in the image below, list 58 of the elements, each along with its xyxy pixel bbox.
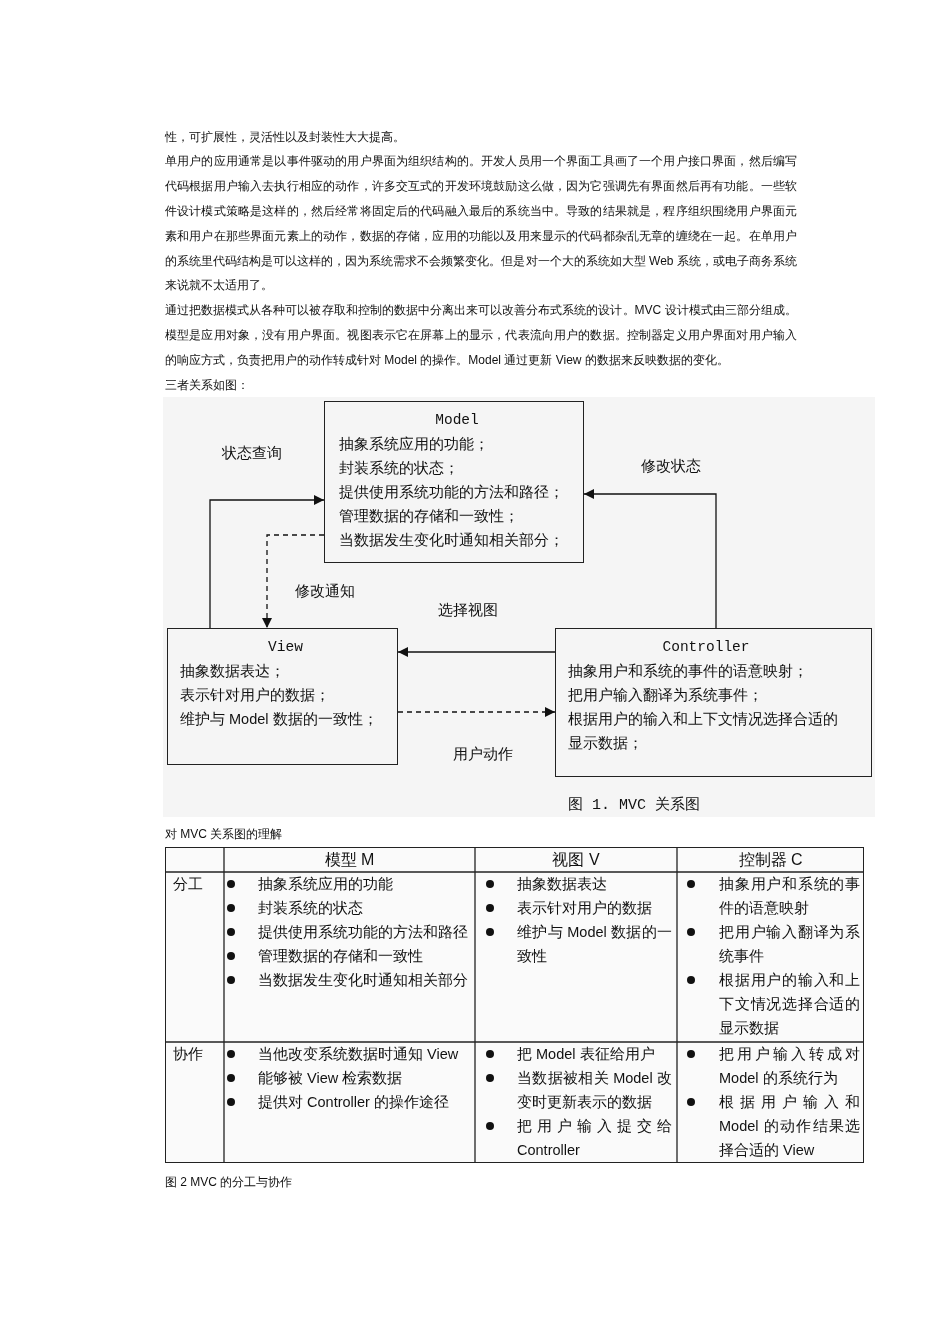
process-box (324, 401, 584, 563)
paragraph: 单用户的应用通常是以事件驱动的用户界面为组织结构的。开发人员用一个界面工具画了一个用户接口界面，然后编写代码根据用户输入去执行相应的动作，许多交互式的开发环境鼓励这么做，因为它强调先有界面然后再有功能。一些软件设计模式策略是这样的，然后经常将固定后的代码融入最后的系统当中。导致的结果就是，程序组织围绕用户界面元素和用户在那些界面元素上的动作，数据的存储，应用的功能以及用来显示的代码都杂乱无章的缠绕在一起。在单用户的系统里代码结构是可以这样的，因为系统需求不会频繁变化。但是对一个大的系统如大型 Web 系统，或电子商务系统来说就不太适用了。 (165, 153, 797, 295)
edge-label: 状态查询 (222, 444, 282, 462)
node-text: 根据用户的输入和上下文情况选择合适的显示数据； (568, 710, 839, 753)
node-text: 抽象用户和系统的事件的语意映射； (568, 662, 808, 681)
node-heading: Controller (662, 638, 750, 657)
dashed-arrow (262, 534, 325, 629)
node-text: 管理数据的存储和一致性； (339, 507, 519, 526)
arrow (583, 489, 717, 629)
list-item: 表示针对用户的数据 (517, 899, 652, 918)
dashed-arrow (397, 707, 556, 717)
list-item: 把用户输入提交给 Controller (517, 1117, 672, 1160)
list-item: 当他改变系统数据时通知 View (258, 1045, 459, 1064)
list-item: 能够被 View 检索数据 (258, 1069, 403, 1088)
row-header: 分工 (173, 874, 203, 894)
row-header: 协作 (173, 1044, 203, 1064)
figure-caption: 图 1. MVC 关系图 (568, 797, 700, 815)
list-item: 抽象系统应用的功能 (258, 875, 393, 894)
list-item: 根据用户输入和 Model 的动作结果选择合适的 View (719, 1093, 860, 1160)
list-item: 提供使用系统功能的方法和路径 (258, 923, 468, 942)
paragraph: 三者关系如图： (165, 376, 249, 394)
list-item: 当数据被相关 Model 改变时更新表示的数据 (517, 1069, 672, 1112)
node-text: 把用户输入翻译为系统事件； (568, 686, 763, 705)
node-heading: Model (435, 411, 479, 430)
column-header: 视图 V (552, 850, 600, 870)
arrow (397, 647, 556, 657)
node-text: 封装系统的状态； (339, 459, 459, 478)
text-line: 对 MVC 关系图的理解 (165, 826, 283, 843)
list-item: 提供对 Controller 的操作途径 (258, 1093, 449, 1112)
paragraph: 通过把数据模式从各种可以被存取和控制的数据中分离出来可以改善分布式系统的设计。MVC 设计模式由三部分组成。模型是应用对象，没有用户界面。视图表示它在屏幕上的显示，代表流向用户的数据。控制器定义用户界面对用户输入的响应方式，负责把用户的动作转成针对 Model 的操作。Model 通过更新 View 的数据来反映数据的变化。 (165, 302, 797, 369)
process-box (167, 628, 398, 765)
column-header: 控制器 C (738, 850, 803, 870)
node-text: 抽象系统应用的功能； (339, 435, 489, 454)
list-item: 根据用户的输入和上下文情况选择合适的显示数据 (719, 971, 860, 1038)
arrow (209, 495, 325, 629)
edge-label: 修改状态 (641, 457, 701, 475)
node-text: 提供使用系统功能的方法和路径； (339, 483, 564, 502)
list-item: 把用户输入翻译为系统事件 (719, 923, 860, 966)
edge-label: 选择视图 (438, 601, 498, 619)
paragraph: 性，可扩展性，灵活性以及封装性大大提高。 (165, 128, 405, 146)
list-item: 把用户输入转成对 Model 的系统行为 (719, 1045, 860, 1088)
list-item: 当数据发生变化时通知相关部分 (258, 971, 468, 990)
edge-label: 修改通知 (295, 582, 355, 600)
node-text: 维护与 Model 数据的一致性； (180, 710, 378, 729)
column-header: 模型 M (324, 850, 375, 870)
text-line: 图 2 MVC 的分工与协作 (165, 1174, 293, 1191)
node-text: 抽象数据表达； (180, 662, 285, 681)
process-box (555, 628, 872, 777)
list-item: 维护与 Model 数据的一致性 (517, 923, 672, 966)
edge-label: 用户动作 (453, 745, 513, 763)
node-heading: View (268, 638, 303, 657)
node-text: 表示针对用户的数据； (180, 686, 330, 705)
list-item: 抽象数据表达 (517, 875, 607, 894)
list-item: 封装系统的状态 (258, 899, 363, 918)
list-item: 管理数据的存储和一致性 (258, 947, 423, 966)
list-item: 把 Model 表征给用户 (517, 1045, 655, 1064)
node-text: 当数据发生变化时通知相关部分； (339, 531, 564, 550)
list-item: 抽象用户和系统的事件的语意映射 (719, 875, 860, 918)
